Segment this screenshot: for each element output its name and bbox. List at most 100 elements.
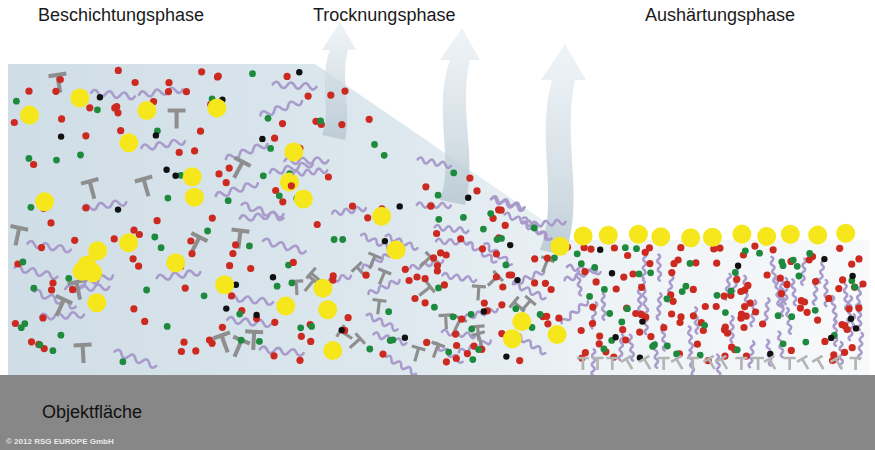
red-particle xyxy=(209,215,216,222)
red-particle xyxy=(752,308,759,315)
binder-chain xyxy=(40,312,84,320)
green-particle xyxy=(647,269,654,276)
green-particle xyxy=(431,304,438,311)
additive-tee xyxy=(764,356,780,372)
red-particle xyxy=(111,235,118,242)
green-particle xyxy=(158,244,165,251)
binder-chain xyxy=(601,294,605,320)
binder-chain xyxy=(367,278,400,296)
red-particle xyxy=(132,79,139,86)
red-particle xyxy=(188,250,195,257)
green-particle xyxy=(77,152,84,159)
red-particle xyxy=(71,237,78,244)
red-particle xyxy=(814,317,821,324)
red-particle xyxy=(345,314,352,321)
black-particle xyxy=(253,312,259,318)
red-particle xyxy=(473,187,480,194)
binder-chain xyxy=(512,269,545,287)
yellow-particle xyxy=(651,227,670,246)
red-particle xyxy=(307,338,314,345)
red-particle xyxy=(493,273,500,280)
red-particle xyxy=(338,121,345,128)
red-particle xyxy=(466,175,473,182)
red-particle xyxy=(777,275,784,282)
yellow-particle xyxy=(387,241,406,260)
black-particle xyxy=(828,335,834,341)
additive-tee xyxy=(352,262,372,282)
red-particle xyxy=(141,318,148,325)
red-particle xyxy=(825,295,832,302)
additive-tee xyxy=(183,233,207,257)
red-particle xyxy=(788,347,795,354)
red-particle xyxy=(154,217,161,224)
yellow-particle xyxy=(681,228,700,247)
green-particle xyxy=(480,226,487,233)
additive-tee xyxy=(752,358,764,370)
red-particle xyxy=(668,269,675,276)
black-particle xyxy=(163,167,169,173)
yellow-particle xyxy=(757,227,776,246)
black-particle xyxy=(296,69,302,75)
red-particle xyxy=(751,243,758,250)
red-particle xyxy=(624,252,631,259)
green-particle xyxy=(551,254,558,261)
green-particle xyxy=(601,346,608,353)
green-particle xyxy=(788,313,795,320)
red-particle xyxy=(844,326,851,333)
green-particle xyxy=(371,141,378,148)
green-particle xyxy=(435,216,442,223)
red-particle xyxy=(314,221,321,228)
red-particle xyxy=(284,73,291,80)
binder-chain xyxy=(466,241,497,264)
binder-chain xyxy=(260,346,304,356)
green-particle xyxy=(204,228,211,235)
yellow-particle xyxy=(732,225,751,244)
additive-tee xyxy=(213,332,236,355)
red-particle xyxy=(849,344,856,351)
green-particle xyxy=(37,342,44,349)
green-particle xyxy=(249,70,256,77)
additive-tee xyxy=(337,325,356,344)
green-particle xyxy=(225,197,232,204)
black-particle xyxy=(223,305,229,311)
green-particle xyxy=(487,210,494,217)
red-particle xyxy=(759,320,766,327)
red-particle xyxy=(232,241,239,248)
red-particle xyxy=(495,206,502,213)
red-particle xyxy=(288,182,295,189)
red-particle xyxy=(713,303,720,310)
green-particle xyxy=(586,293,593,300)
red-particle xyxy=(271,135,278,142)
yellow-particle xyxy=(166,253,185,272)
binder-chain xyxy=(225,141,268,162)
red-particle xyxy=(737,288,744,295)
yellow-particle xyxy=(503,329,522,348)
red-particle xyxy=(209,340,216,347)
red-particle xyxy=(215,72,222,79)
red-particle xyxy=(52,88,59,95)
green-particle xyxy=(28,204,35,211)
yellow-particle xyxy=(512,312,531,331)
yellow-particle xyxy=(548,325,567,344)
additive-tee xyxy=(671,356,687,372)
green-particle xyxy=(503,262,510,269)
black-particle xyxy=(465,195,471,201)
red-particle xyxy=(422,183,429,190)
additive-tee xyxy=(784,358,796,370)
red-particle xyxy=(413,273,420,280)
green-particle xyxy=(475,346,482,353)
binder-chain xyxy=(436,239,470,245)
yellow-particle xyxy=(185,188,204,207)
red-particle xyxy=(804,309,811,316)
red-particle xyxy=(848,261,855,268)
red-particle xyxy=(544,320,551,327)
red-particle xyxy=(82,204,89,211)
binder-chain xyxy=(229,295,273,306)
red-particle xyxy=(270,352,277,359)
red-particle xyxy=(363,272,370,279)
red-particle xyxy=(855,305,862,312)
additive-tee xyxy=(135,176,157,198)
green-particle xyxy=(236,311,243,318)
additive-tee xyxy=(371,299,387,315)
red-particle xyxy=(578,327,585,334)
